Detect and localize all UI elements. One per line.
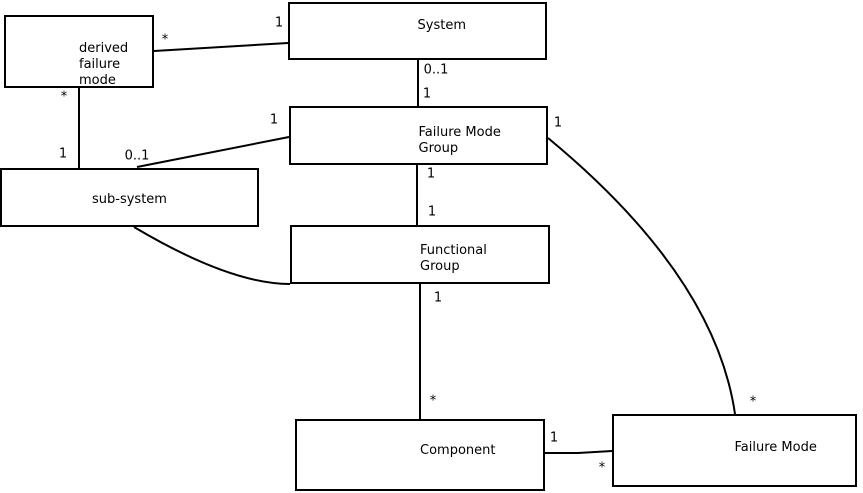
- class-label-derived-failure-mode: derived failure mode: [79, 41, 129, 88]
- edge-component-failure-mode: [545, 450, 613, 454]
- edge-sub-system-functional-group: [133, 226, 291, 285]
- class-label-component: Component: [420, 443, 496, 458]
- class-box-derived-failure-mode[interactable]: derived failure mode: [4, 15, 154, 88]
- class-label-system: System: [417, 18, 466, 33]
- multiplicity-label: 1: [269, 112, 279, 128]
- class-box-failure-mode-group[interactable]: Failure Mode Group: [289, 106, 548, 165]
- class-box-failure-mode[interactable]: Failure Mode: [612, 414, 857, 487]
- multiplicity-label: *: [429, 393, 437, 409]
- class-box-component[interactable]: Component: [295, 419, 545, 491]
- class-label-failure-mode-group: Failure Mode Group: [418, 125, 501, 156]
- class-label-functional-group: Functional Group: [420, 243, 487, 274]
- class-box-sub-system[interactable]: sub-system: [0, 168, 259, 227]
- multiplicity-label: 0..1: [124, 148, 150, 164]
- edge-sub-system-failure-mode-group: [136, 136, 290, 168]
- multiplicity-label: 1: [274, 15, 284, 31]
- multiplicity-label: 1: [549, 430, 559, 446]
- edge-failure-mode-group-failure-mode: [547, 137, 736, 415]
- class-label-sub-system: sub-system: [92, 192, 167, 207]
- multiplicity-label: 0..1: [423, 62, 449, 78]
- multiplicity-label: *: [161, 32, 169, 48]
- multiplicity-label: *: [60, 89, 68, 105]
- class-label-failure-mode: Failure Mode: [734, 440, 817, 455]
- multiplicity-label: 1: [427, 204, 437, 220]
- class-box-functional-group[interactable]: Functional Group: [290, 225, 550, 284]
- class-box-system[interactable]: System: [288, 2, 547, 60]
- edge-derived-failure-mode-system: [153, 42, 289, 52]
- multiplicity-label: *: [749, 394, 757, 410]
- multiplicity-label: 1: [433, 290, 443, 306]
- multiplicity-label: 1: [422, 86, 432, 102]
- multiplicity-label: 1: [426, 166, 436, 182]
- multiplicity-label: *: [598, 460, 606, 476]
- multiplicity-label: 1: [58, 146, 68, 162]
- multiplicity-label: 1: [553, 115, 563, 131]
